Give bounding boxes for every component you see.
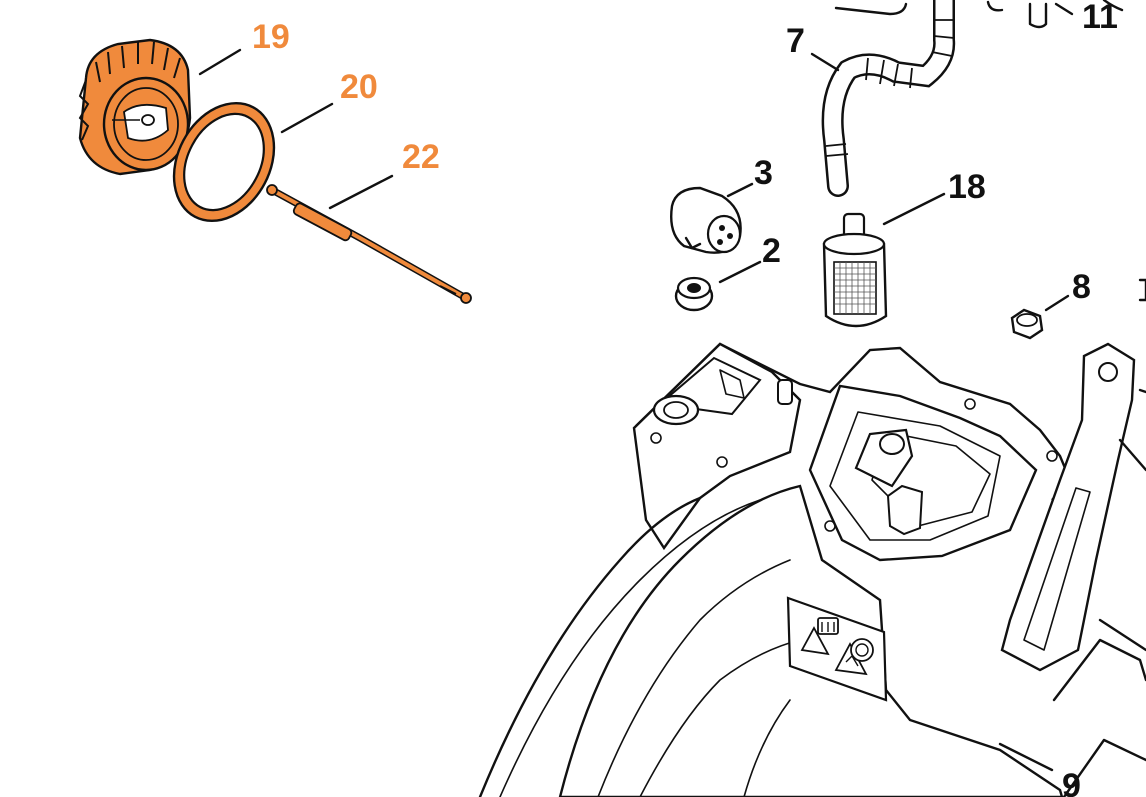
leader-7 [810, 52, 840, 72]
circle-symbol-icon [850, 638, 874, 662]
callout-7: 7 [786, 22, 805, 60]
callout-9: 9 [1062, 767, 1081, 797]
part-19-cap[interactable] [78, 38, 192, 176]
part-18-fuel-filter[interactable] [822, 212, 888, 328]
part-20-seal-ring[interactable] [154, 86, 293, 239]
leader-11 [1054, 2, 1074, 16]
callout-8: 8 [1072, 268, 1091, 306]
part-22-rod[interactable] [266, 184, 472, 304]
callout-20: 20 [340, 68, 378, 106]
part-11-fitting[interactable] [986, 0, 1124, 29]
leader-18 [882, 192, 946, 226]
part-3-valve[interactable] [670, 186, 742, 254]
leader-2 [718, 260, 762, 284]
callout-18: 18 [948, 168, 986, 206]
part-8-nut[interactable] [1010, 308, 1044, 340]
callout-11: 11 [1082, 0, 1118, 36]
part-9-housing[interactable] [478, 278, 1146, 797]
callout-2: 2 [762, 232, 781, 270]
callout-19: 19 [252, 18, 290, 56]
leader-19 [198, 48, 242, 76]
part-7-fuel-hose[interactable] [821, 0, 956, 197]
callout-3: 3 [754, 154, 773, 192]
leader-22 [328, 174, 394, 210]
callout-22: 22 [402, 138, 440, 176]
manual-warning-icon [800, 617, 839, 656]
leader-3 [726, 182, 754, 198]
leader-20 [280, 102, 334, 134]
leader-8 [1044, 294, 1070, 312]
part-2-grommet[interactable] [674, 276, 714, 312]
leader-9 [998, 742, 1054, 772]
